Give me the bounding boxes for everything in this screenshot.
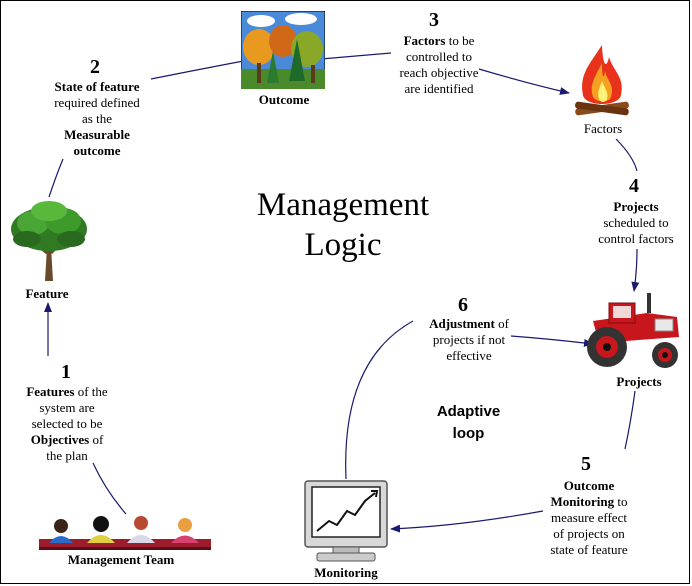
step-line-bold: Measurable	[64, 127, 130, 142]
node-label-factors: Factors	[583, 121, 623, 136]
step-line-bold: outcome	[73, 143, 121, 158]
arrow-feature-to-step2	[48, 158, 64, 198]
step-line-bold: Factors	[403, 33, 446, 48]
step-5-number: 5	[581, 453, 591, 475]
step-line: the plan	[9, 448, 125, 464]
step-line: Factors to be	[379, 33, 499, 49]
step-line: outcome	[39, 143, 155, 159]
step-line-text: the plan	[46, 448, 88, 463]
step-line-bold: Monitoring	[550, 494, 615, 509]
diagram-title: Management Logic	[233, 185, 453, 265]
campfire-icon	[575, 45, 629, 116]
node-label-monitoring: Monitoring	[314, 565, 378, 580]
step-line-text: measure effect	[551, 510, 627, 525]
step-line-rest: of	[89, 432, 104, 447]
step-line-text: reach objective	[399, 65, 479, 80]
arrow-monitoring-to-step6	[345, 320, 414, 480]
adaptive-line-1: Adaptive	[436, 403, 501, 420]
step-line: measure effect	[531, 510, 647, 526]
step-line-text: system are	[39, 400, 95, 415]
step-line-bold: State of feature	[54, 79, 140, 94]
arrow-step5-to-monitoring	[390, 510, 544, 533]
step-line-text: projects if not	[432, 332, 506, 347]
step-line: system are	[9, 400, 125, 416]
step-line-text: as the	[82, 111, 112, 126]
step-line-rest: to be	[445, 33, 475, 48]
step-line-text: controlled to	[405, 49, 473, 64]
step-line-text: effective	[446, 348, 492, 363]
step-line-bold: Projects	[613, 199, 659, 214]
step-3-number: 3	[429, 9, 439, 31]
arrow-step4-to-projects	[631, 248, 640, 292]
step-4-number: 4	[629, 175, 639, 197]
arrow-step3-to-factors	[478, 68, 570, 95]
step-line: control factors	[583, 231, 689, 247]
step-line: Measurable	[39, 127, 155, 143]
step-line: reach objective	[379, 65, 499, 81]
step-line-text: selected to be	[31, 416, 103, 431]
adaptive-loop-label: Adaptive loop	[421, 401, 516, 445]
arrow-step6-to-projects	[510, 335, 594, 347]
step-line: Objectives of	[9, 432, 125, 448]
step-line: required defined	[39, 95, 155, 111]
step-line-text: scheduled to	[603, 215, 669, 230]
step-line-rest: of	[494, 316, 509, 331]
step-6-number: 6	[458, 294, 468, 316]
step-line: state of feature	[531, 542, 647, 558]
arrow-team-to-step1	[92, 462, 127, 515]
step-line: Monitoring to	[531, 494, 647, 510]
step-line: are identified	[379, 81, 499, 97]
step-line: projects if not	[411, 332, 527, 348]
step-line-text: are identified	[404, 81, 474, 96]
step-line: scheduled to	[583, 215, 689, 231]
step-line: Projects	[583, 199, 689, 215]
step-line: Outcome	[531, 478, 647, 494]
step-line: effective	[411, 348, 527, 364]
step-1-number: 1	[61, 361, 71, 383]
tractor-icon	[587, 293, 679, 368]
people-audience-icon	[39, 516, 211, 550]
step-line-bold: Objectives	[30, 432, 90, 447]
step-line-text: control factors	[598, 231, 674, 246]
step-line: Features of the	[9, 384, 125, 400]
forest-landscape-icon	[241, 11, 325, 89]
adaptive-line-2: loop	[452, 425, 485, 442]
arrow-step2-to-outcome	[150, 56, 255, 80]
node-label-feature: Feature	[25, 286, 69, 301]
step-line: as the	[39, 111, 155, 127]
title-line-2: Logic	[304, 227, 382, 263]
step-line: controlled to	[379, 49, 499, 65]
step-line: Adjustment of	[411, 316, 527, 332]
step-line-bold: Outcome	[563, 478, 615, 493]
node-label-projects: Projects	[616, 374, 662, 389]
step-line-rest: of the	[74, 384, 108, 399]
node-label-management-team: Management Team	[67, 552, 175, 567]
title-line-1: Management	[256, 187, 430, 223]
arrow-outcome-to-step3	[320, 52, 392, 60]
step-line-bold: Adjustment	[429, 316, 495, 331]
step-line-text: state of feature	[550, 542, 628, 557]
arrow-projects-to-step5	[624, 390, 636, 450]
step-line-rest: to	[614, 494, 628, 509]
step-line-bold: Features	[26, 384, 75, 399]
step-line: selected to be	[9, 416, 125, 432]
node-label-outcome: Outcome	[258, 92, 310, 107]
step-2-number: 2	[90, 56, 100, 78]
tree-icon	[11, 201, 87, 281]
arrow-factors-to-step4	[615, 138, 638, 172]
step-line-text: of projects on	[553, 526, 625, 541]
step-line: State of feature	[39, 79, 155, 95]
step-line-text: required defined	[54, 95, 140, 110]
computer-monitor-chart-icon	[304, 480, 388, 562]
step-line: of projects on	[531, 526, 647, 542]
